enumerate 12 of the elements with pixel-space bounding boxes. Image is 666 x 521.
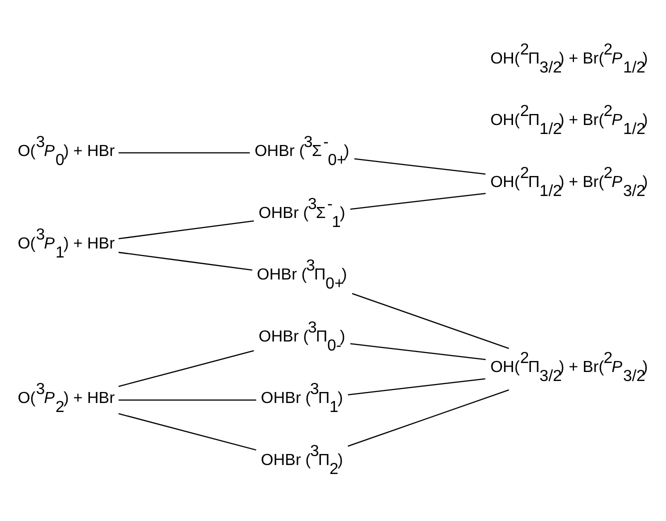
connector bbox=[350, 342, 486, 360]
connector bbox=[348, 388, 510, 446]
connector bbox=[354, 158, 486, 174]
connector bbox=[348, 378, 486, 395]
connector bbox=[352, 292, 510, 348]
connector bbox=[118, 398, 256, 400]
connector bbox=[350, 192, 486, 210]
connector bbox=[118, 152, 250, 153]
connector bbox=[118, 412, 256, 450]
connector bbox=[118, 251, 252, 270]
connector bbox=[118, 350, 254, 386]
connector bbox=[118, 220, 254, 239]
